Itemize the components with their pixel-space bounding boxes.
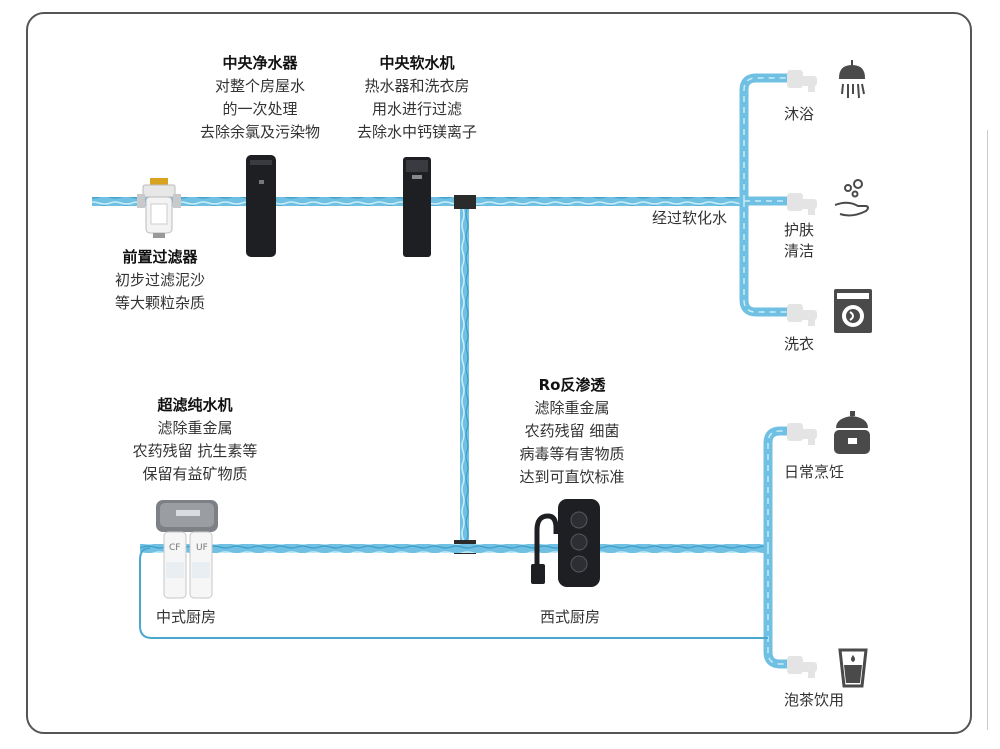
- edge-divider: [987, 130, 988, 730]
- uf-purifier-label: 超滤纯水机 滤除重金属 农药残留 抗生素等 保留有益矿物质: [115, 394, 275, 486]
- central-softener-title: 中央软水机: [379, 54, 455, 72]
- faucet-icon-cooking: [787, 423, 817, 445]
- pre-filter-device: [137, 178, 181, 238]
- rice-cooker-icon: [834, 411, 870, 454]
- output-skincare-label-1: 护肤: [784, 221, 815, 239]
- central-softener-device: [403, 157, 431, 257]
- uf-cartridge-cf: CF: [169, 543, 181, 553]
- ro-desc-1: 滤除重金属: [534, 399, 610, 417]
- central-softener-desc-1: 热水器和洗衣房: [364, 77, 470, 95]
- uf-purifier-desc-3: 保留有益矿物质: [142, 465, 248, 483]
- riser-pipe: [460, 201, 469, 547]
- faucet-icon-shower: [787, 70, 817, 92]
- central-purifier-label: 中央净水器 对整个房屋水 的一次处理 去除余氯及污染物: [180, 52, 340, 144]
- ro-desc-4: 达到可直饮标准: [519, 468, 625, 486]
- lower-pipe: [140, 544, 766, 553]
- uf-purifier-desc-2: 农药残留 抗生素等: [132, 442, 258, 460]
- central-purifier-title: 中央净水器: [222, 54, 298, 72]
- thin-return-line: [139, 547, 768, 639]
- central-softener-desc-2: 用水进行过滤: [371, 100, 462, 118]
- central-purifier-desc-3: 去除余氯及污染物: [199, 123, 320, 141]
- pre-filter-label: 前置过滤器 初步过滤泥沙 等大颗粒杂质: [95, 246, 225, 315]
- ro-title: Ro反渗透: [538, 376, 606, 394]
- pre-filter-desc-2: 等大颗粒杂质: [114, 294, 205, 312]
- ro-device: [531, 499, 600, 587]
- central-purifier-device: [246, 155, 276, 257]
- washing-machine-icon: [834, 289, 872, 333]
- tee-fitting-top: [454, 195, 476, 209]
- central-purifier-desc-1: 对整个房屋水: [214, 77, 305, 95]
- faucet-icon-skincare: [787, 193, 817, 215]
- output-tea-label: 泡茶饮用: [784, 691, 845, 709]
- kitchen-chinese-label: 中式厨房: [156, 608, 217, 626]
- ro-desc-3: 病毒等有害物质: [519, 445, 625, 463]
- water-cup-icon: [838, 648, 868, 688]
- output-cooking-label: 日常烹饪: [784, 463, 845, 481]
- uf-purifier-title: 超滤纯水机: [157, 396, 233, 414]
- output-laundry-label: 洗衣: [784, 335, 815, 353]
- faucet-icon-tea: [787, 656, 817, 678]
- ro-label: Ro反渗透 滤除重金属 农药残留 细菌 病毒等有害物质 达到可直饮标准: [492, 374, 652, 489]
- diagram-frame: [26, 12, 972, 734]
- kitchen-western-label: 西式厨房: [540, 608, 601, 626]
- pipe-label-softened: 经过软化水: [652, 209, 728, 227]
- uf-cartridge-uf: UF: [196, 543, 208, 553]
- uf-purifier-device: [156, 500, 218, 599]
- ro-desc-2: 农药残留 细菌: [524, 422, 620, 440]
- uf-purifier-desc-1: 滤除重金属: [157, 419, 233, 437]
- output-skincare-label-2: 清洁: [784, 242, 815, 260]
- central-softener-desc-3: 去除水中钙镁离子: [356, 123, 477, 141]
- central-purifier-desc-2: 的一次处理: [222, 100, 298, 118]
- central-softener-label: 中央软水机 热水器和洗衣房 用水进行过滤 去除水中钙镁离子: [337, 52, 497, 144]
- shower-icon: [838, 60, 866, 99]
- pre-filter-title: 前置过滤器: [122, 248, 198, 266]
- faucet-icon-laundry: [787, 304, 817, 326]
- output-shower-label: 沐浴: [784, 105, 815, 123]
- pre-filter-desc-1: 初步过滤泥沙: [114, 271, 205, 289]
- skincare-icon: [834, 179, 869, 217]
